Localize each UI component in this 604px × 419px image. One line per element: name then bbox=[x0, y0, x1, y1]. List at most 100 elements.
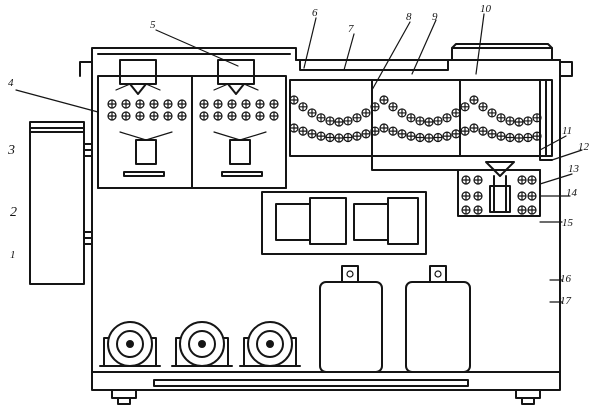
roller bbox=[352, 113, 362, 123]
label-10: 10 bbox=[480, 3, 492, 15]
roller bbox=[478, 102, 488, 112]
label-16: 16 bbox=[560, 273, 572, 285]
roller bbox=[241, 111, 251, 121]
spray-head-left bbox=[115, 59, 173, 177]
roller bbox=[334, 117, 344, 127]
roller bbox=[397, 108, 407, 118]
roller bbox=[370, 102, 380, 112]
machine-body bbox=[79, 43, 573, 405]
roller bbox=[505, 132, 515, 143]
roller bbox=[325, 116, 335, 126]
roller bbox=[343, 132, 353, 143]
roller bbox=[461, 205, 471, 215]
roller bbox=[227, 111, 237, 121]
roller bbox=[496, 131, 506, 141]
roller bbox=[451, 129, 461, 139]
roller bbox=[149, 111, 159, 121]
roller bbox=[514, 133, 524, 143]
roller bbox=[527, 205, 537, 215]
label-15: 15 bbox=[562, 217, 574, 229]
roller bbox=[469, 95, 479, 105]
label-11: 11 bbox=[562, 125, 572, 137]
roller bbox=[424, 117, 434, 127]
roller bbox=[473, 205, 483, 215]
roller bbox=[370, 126, 380, 136]
roller bbox=[523, 132, 533, 143]
roller bbox=[361, 108, 371, 118]
part-labels: 3 2 1 4 5 6 7 8 9 10 11 12 13 14 15 16 1… bbox=[7, 3, 590, 307]
roller bbox=[487, 108, 497, 118]
label-1: 1 bbox=[10, 249, 16, 261]
roller bbox=[269, 99, 279, 109]
roller bbox=[379, 95, 389, 105]
roller bbox=[307, 129, 317, 139]
roller bbox=[433, 132, 443, 143]
pump-unit bbox=[261, 191, 427, 255]
roller bbox=[461, 191, 471, 201]
roller bbox=[163, 99, 173, 109]
roller bbox=[473, 175, 483, 185]
roller bbox=[307, 108, 317, 118]
label-12: 12 bbox=[578, 141, 590, 153]
roller bbox=[406, 131, 416, 141]
roller bbox=[505, 116, 515, 126]
roller bbox=[163, 111, 173, 121]
roller bbox=[334, 133, 344, 143]
roller bbox=[361, 129, 371, 139]
label-9: 9 bbox=[432, 11, 438, 23]
roller bbox=[199, 99, 209, 109]
roller bbox=[433, 116, 443, 126]
roller bbox=[451, 108, 461, 118]
roller bbox=[469, 123, 479, 133]
roller bbox=[388, 102, 398, 112]
roller bbox=[461, 175, 471, 185]
roller bbox=[352, 131, 362, 141]
roller bbox=[269, 111, 279, 121]
roller bbox=[397, 129, 407, 139]
roller bbox=[121, 111, 131, 121]
roller bbox=[135, 99, 145, 109]
label-13: 13 bbox=[568, 163, 580, 175]
roller bbox=[107, 99, 117, 109]
roller bbox=[517, 191, 527, 201]
roller bbox=[289, 95, 299, 105]
label-14: 14 bbox=[566, 187, 578, 199]
roller bbox=[213, 99, 223, 109]
roller bbox=[135, 111, 145, 121]
label-7: 7 bbox=[348, 23, 354, 35]
roller bbox=[487, 129, 497, 139]
roller bbox=[227, 99, 237, 109]
roller bbox=[523, 116, 533, 126]
side-tank bbox=[29, 121, 93, 285]
label-3: 3 bbox=[7, 143, 15, 158]
roller bbox=[460, 126, 470, 136]
roller bbox=[517, 175, 527, 185]
label-8: 8 bbox=[406, 11, 412, 23]
roller bbox=[298, 126, 308, 136]
roller bbox=[199, 111, 209, 121]
roller bbox=[424, 133, 434, 143]
roller bbox=[177, 111, 187, 121]
roller bbox=[496, 113, 506, 123]
label-17: 17 bbox=[560, 295, 572, 307]
roller bbox=[514, 117, 524, 127]
roller bbox=[388, 126, 398, 136]
roller bbox=[473, 191, 483, 201]
roller bbox=[527, 191, 537, 201]
roller-chain bbox=[289, 95, 542, 143]
cleaning-head bbox=[457, 161, 541, 217]
roller bbox=[121, 99, 131, 109]
roller bbox=[343, 116, 353, 126]
container-right bbox=[405, 265, 471, 373]
roller bbox=[177, 99, 187, 109]
roller bbox=[415, 116, 425, 126]
electric-motor bbox=[239, 321, 301, 367]
roller bbox=[517, 205, 527, 215]
motors bbox=[99, 321, 301, 367]
roller bbox=[442, 131, 452, 141]
leader-lines bbox=[15, 13, 583, 303]
roller bbox=[532, 131, 542, 141]
roller bbox=[107, 111, 117, 121]
